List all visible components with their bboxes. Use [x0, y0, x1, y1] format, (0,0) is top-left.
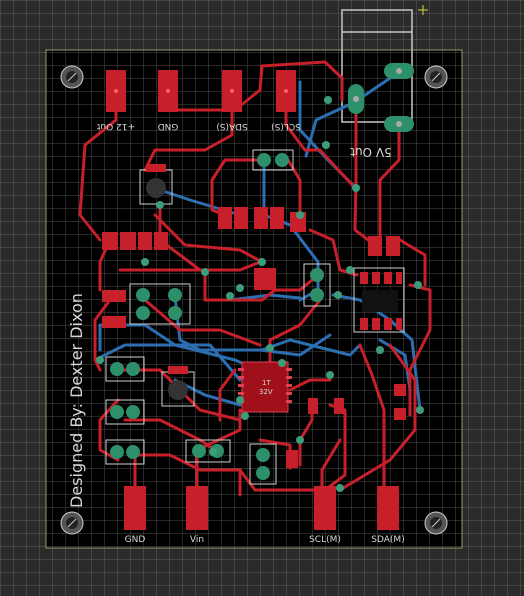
pad-gnd-top[interactable]: [158, 70, 178, 112]
label-gnd-top: GND: [158, 121, 179, 131]
label-scl-m: SCL(M): [309, 535, 341, 545]
transistor-q2[interactable]: [161, 366, 195, 407]
smd-resistor-array-center[interactable]: [218, 207, 306, 232]
header-j1[interactable]: [252, 149, 294, 171]
header-j5[interactable]: [105, 399, 145, 425]
header-j6[interactable]: [105, 439, 145, 465]
pad-scl-s[interactable]: [276, 70, 296, 112]
mounting-hole[interactable]: [424, 511, 448, 535]
pad-sda-s[interactable]: [222, 70, 242, 112]
pad-scl-m[interactable]: [314, 486, 336, 530]
pad-12v-out[interactable]: [106, 70, 126, 112]
smd-resistor-pair-right[interactable]: [368, 236, 400, 256]
ic-u1[interactable]: 1T 32V: [238, 361, 292, 413]
sot-chip-center[interactable]: [254, 268, 276, 290]
smd-capacitor-center[interactable]: [308, 398, 344, 414]
header-j2[interactable]: [303, 263, 331, 307]
transistor-q1[interactable]: [139, 164, 173, 205]
top-copper-traces: [78, 60, 432, 502]
pad-vin[interactable]: [186, 486, 208, 530]
mounting-hole[interactable]: [60, 511, 84, 535]
label-12v-out: +12 Out: [96, 121, 135, 131]
origin-cross-icon: [418, 5, 428, 15]
label-5v-out: 5V Out: [350, 145, 392, 159]
ic-u1-label-line2: 32V: [259, 388, 273, 396]
mounting-hole[interactable]: [60, 65, 84, 89]
mounting-hole[interactable]: [424, 65, 448, 89]
label-scl-s: SCL(S): [271, 121, 301, 131]
ic-u2-soic8[interactable]: [353, 267, 405, 333]
regulator-pad[interactable]: [348, 84, 364, 114]
label-sda-s: SDA(S): [216, 121, 247, 131]
header-j3[interactable]: [129, 283, 191, 325]
label-vin: Vin: [190, 535, 204, 545]
header-j8[interactable]: [249, 443, 277, 485]
sot-chip-small[interactable]: [286, 450, 298, 468]
designer-credit: Designed By: Dexter Dixon: [67, 293, 86, 508]
label-gnd-bottom: GND: [125, 535, 146, 545]
ic-u1-label-line1: 1T: [262, 379, 271, 387]
pad-sda-m[interactable]: [377, 486, 399, 530]
pad-gnd-bottom[interactable]: [124, 486, 146, 530]
regulator-pad[interactable]: [384, 116, 414, 132]
header-j4[interactable]: [105, 356, 145, 382]
label-sda-m: SDA(M): [371, 535, 404, 545]
board-outline: [45, 49, 463, 549]
smd-resistor-bottom-right[interactable]: [394, 384, 406, 420]
vias: [96, 96, 424, 492]
regulator-pad[interactable]: [384, 63, 414, 79]
smd-resistor-left-red[interactable]: [102, 290, 126, 328]
smd-resistor-array-left[interactable]: [102, 232, 168, 250]
